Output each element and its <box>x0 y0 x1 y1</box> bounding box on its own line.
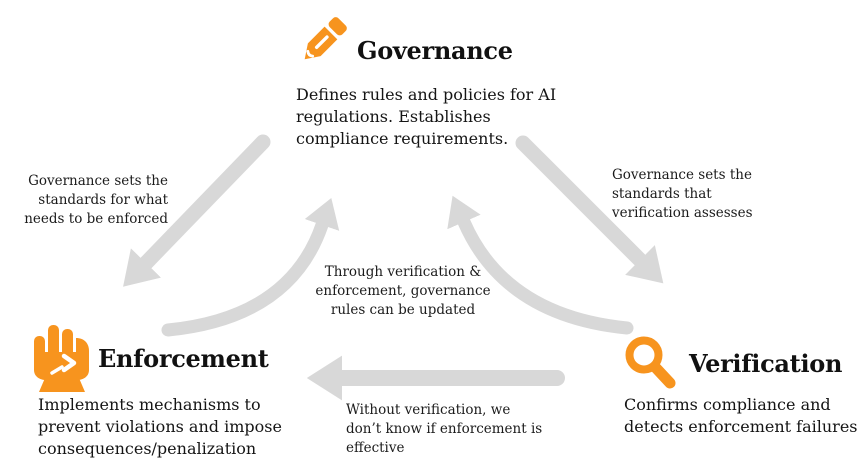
enforcement-title: Enforcement <box>98 343 269 373</box>
label-governance-to-verification: Governance sets the standards that verif… <box>612 167 753 221</box>
label-feedback-to-governance: Through verification & enforcement, gove… <box>315 264 491 318</box>
governance-title: Governance <box>357 36 513 65</box>
verification-node: Verification <box>620 333 842 393</box>
fist-icon <box>32 322 92 394</box>
label-governance-to-enforcement: Governance sets the standards for what n… <box>24 173 168 227</box>
governance-node: Governance <box>296 14 513 68</box>
arrow-enforcement-to-governance <box>161 197 340 337</box>
arrow-governance-to-verification <box>515 135 664 284</box>
verification-title: Verification <box>689 348 843 378</box>
enforcement-description: Implements mechanisms to prevent violati… <box>38 395 282 458</box>
arrow-governance-to-enforcement <box>123 134 271 287</box>
pencil-icon <box>296 14 350 68</box>
magnifier-icon <box>620 333 682 393</box>
verification-description: Confirms compliance and detects enforcem… <box>624 395 858 436</box>
label-verification-to-enforcement: Without verification, we don’t know if e… <box>346 402 543 456</box>
governance-description: Defines rules and policies for AI regula… <box>296 85 557 148</box>
enforcement-node: Enforcement <box>32 322 269 394</box>
arrow-verification-to-governance <box>447 195 634 335</box>
